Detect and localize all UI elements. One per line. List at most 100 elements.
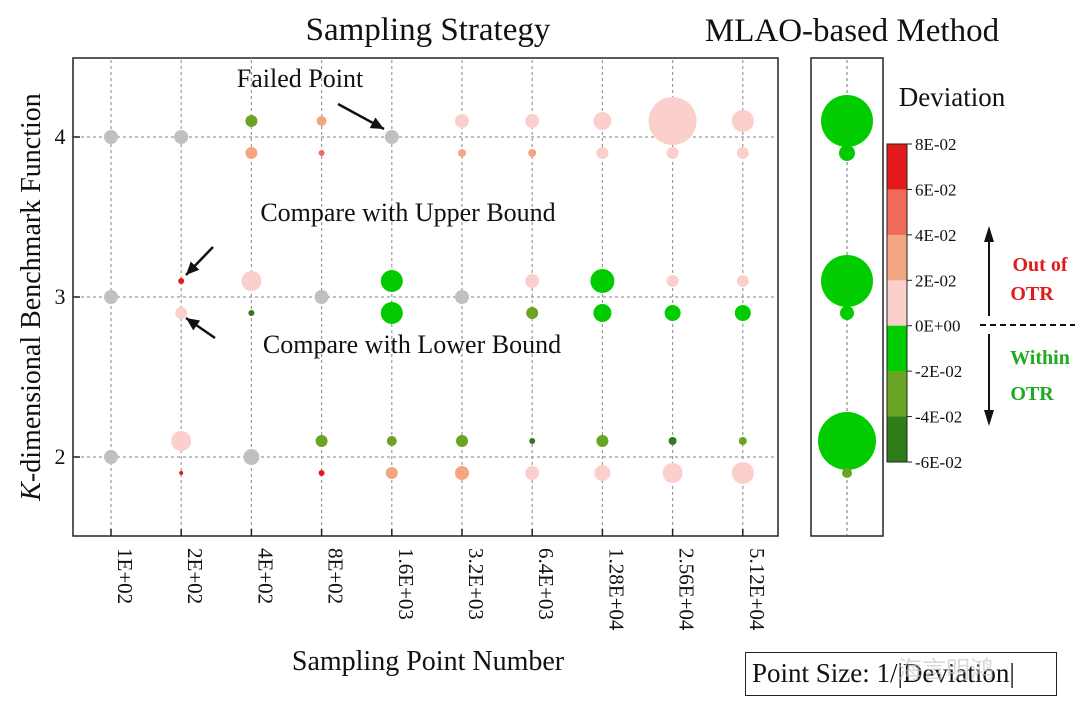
data-point [525, 114, 540, 128]
colorbar-tick-label: -4E-02 [915, 408, 962, 427]
y-axis-label-rest: -dimensional Benchmark Function [16, 93, 47, 482]
data-point [318, 150, 325, 156]
data-point [666, 275, 679, 287]
data-point [731, 462, 754, 484]
data-point [380, 270, 403, 292]
data-point [171, 431, 192, 451]
data-point [736, 275, 749, 287]
data-point [455, 290, 469, 304]
colorbar-segment [887, 325, 907, 372]
main-y-ticks: 2 3 4 [55, 124, 80, 469]
annotation-label: Compare with Upper Bound [260, 198, 555, 227]
colorbar-tick-label: 2E-02 [915, 271, 957, 290]
colorbar-segment [887, 189, 907, 236]
otr-out-label-line2: OTR [1010, 283, 1054, 305]
y-tick-label: 4 [55, 124, 66, 149]
data-point [178, 278, 185, 284]
y-tick-label: 2 [55, 444, 66, 469]
data-point [731, 110, 754, 132]
side-data-points [818, 95, 876, 478]
data-point [384, 130, 399, 144]
data-point [596, 147, 609, 159]
colorbar-segment [887, 416, 907, 463]
x-tick-label: 5.12E+04 [745, 548, 769, 631]
side-data-point [821, 255, 873, 307]
data-point [664, 305, 681, 321]
x-tick-label: 2.56E+04 [675, 548, 699, 631]
x-tick-label: 1.6E+03 [394, 548, 418, 620]
annotation-arrow-head [186, 261, 200, 275]
x-tick-label: 3.2E+03 [464, 548, 488, 620]
data-point [318, 470, 325, 476]
otr-within-label-line2: OTR [1010, 383, 1054, 405]
otr-indicator: Out of OTR Within OTR [980, 226, 1075, 426]
data-point [174, 130, 189, 144]
annotation-label: Failed Point [237, 64, 364, 93]
data-point [596, 435, 609, 447]
data-point [385, 467, 398, 479]
data-point [245, 147, 258, 159]
side-data-point [840, 306, 854, 320]
data-point [248, 310, 255, 316]
side-title: MLAO-based Method [705, 13, 1000, 49]
colorbar-tick-label: -6E-02 [915, 453, 962, 472]
data-point [528, 149, 537, 157]
point-size-legend: Point Size: 1/|Deviation| [745, 652, 1057, 696]
data-point [175, 307, 188, 319]
data-point [243, 449, 260, 465]
data-point [455, 466, 469, 480]
x-tick-label: 1E+02 [113, 548, 137, 604]
x-axis-label: Sampling Point Number [292, 646, 565, 677]
data-point [316, 116, 327, 126]
data-point [456, 435, 468, 447]
colorbar-tick-label: 0E+00 [915, 317, 960, 336]
data-point [648, 97, 697, 145]
side-data-point [818, 412, 876, 470]
y-axis-label: K-dimensional Benchmark Function [16, 93, 47, 502]
data-point [380, 302, 403, 324]
colorbar-segment [887, 371, 907, 418]
data-point [594, 465, 611, 481]
data-point [593, 112, 612, 130]
colorbar-tick-label: 8E-02 [915, 135, 957, 154]
data-point [104, 130, 118, 144]
colorbar-tick-label: -2E-02 [915, 362, 962, 381]
x-tick-label: 1.28E+04 [604, 548, 628, 631]
data-point [590, 269, 615, 293]
y-tick-label: 3 [55, 284, 66, 309]
data-point [734, 305, 751, 321]
data-point [525, 466, 540, 480]
side-data-point [821, 95, 873, 147]
side-data-point [842, 468, 852, 478]
x-tick-label: 8E+02 [324, 548, 348, 604]
colorbar: 8E-026E-024E-022E-020E+00-2E-02-4E-02-6E… [886, 135, 962, 472]
side-plot-frame [810, 57, 884, 537]
data-point [245, 115, 258, 127]
colorbar-segment [887, 280, 907, 327]
otr-out-label-line1: Out of [1013, 254, 1068, 276]
data-point [662, 463, 683, 483]
data-point [104, 290, 118, 304]
data-point [314, 290, 329, 304]
data-point [526, 307, 539, 319]
x-tick-label: 2E+02 [183, 548, 207, 604]
y-axis-label-italic: K [16, 481, 47, 502]
colorbar-segment [887, 144, 907, 190]
colorbar-title: Deviation [899, 82, 1006, 112]
data-point [104, 450, 118, 464]
data-point [529, 438, 536, 444]
colorbar-frame [886, 143, 908, 463]
x-tick-label: 6.4E+03 [534, 548, 558, 620]
watermark: 海言明鸿 [898, 656, 994, 684]
data-point [241, 271, 262, 291]
main-title: Sampling Strategy [306, 12, 551, 48]
data-point [525, 274, 540, 288]
data-point [455, 114, 469, 128]
data-point [179, 471, 184, 475]
data-point [666, 147, 679, 159]
data-point [593, 304, 612, 322]
